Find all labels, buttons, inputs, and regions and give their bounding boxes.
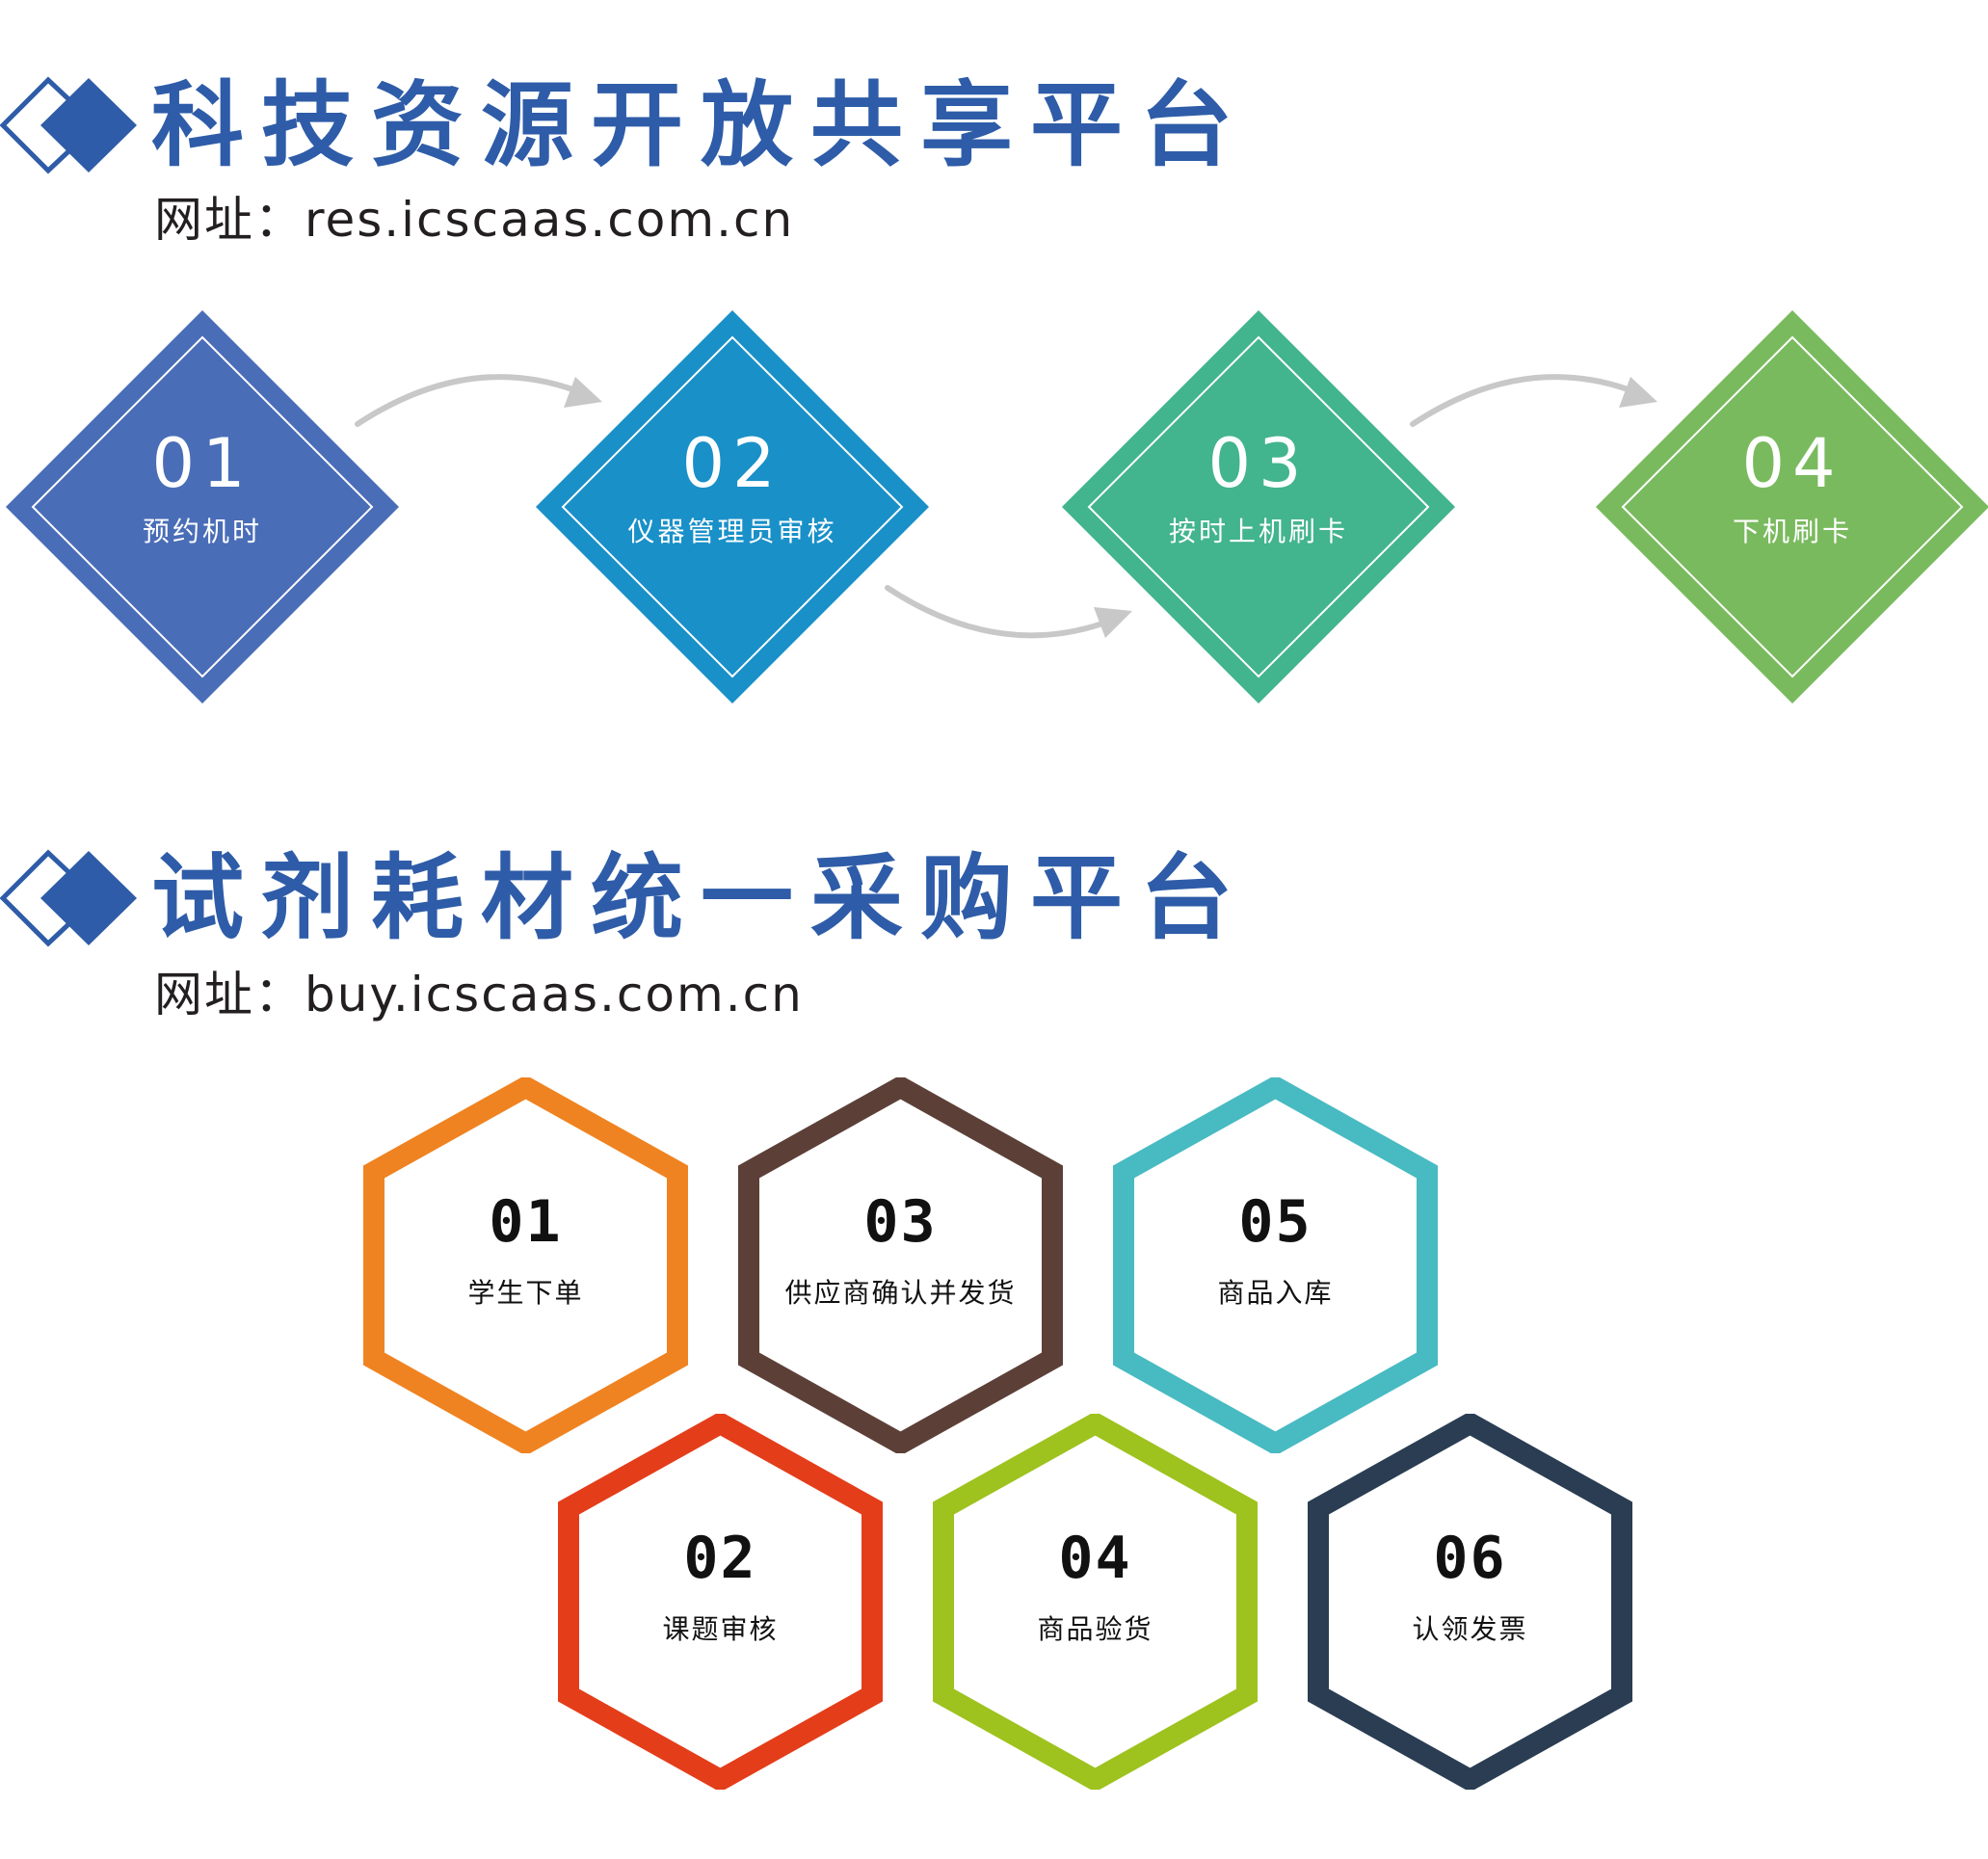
- step-label: 认领发票: [1412, 1613, 1528, 1645]
- step-label: 按时上机刷卡: [1168, 516, 1348, 547]
- step-label: 课题审核: [662, 1613, 779, 1645]
- section2-title: 试剂耗材统一采购平台: [151, 843, 1250, 952]
- step-label: 下机刷卡: [1732, 516, 1852, 547]
- step-number: 02: [681, 424, 783, 503]
- double-diamond-icon: [0, 76, 137, 174]
- step-diamond-04: 04 下机刷卡: [1596, 310, 1988, 704]
- step-number: 03: [1207, 424, 1310, 503]
- diamond-shape: [1062, 310, 1455, 704]
- section1-url: 网址：res.icscaas.com.cn: [154, 192, 795, 248]
- step-label: 商品验货: [1037, 1613, 1153, 1645]
- step-label: 仪器管理员审核: [627, 516, 837, 547]
- step-label: 供应商确认并发货: [784, 1277, 1017, 1309]
- step-diamond-02: 02 仪器管理员审核: [536, 310, 929, 704]
- diamond-shape: [1596, 310, 1988, 704]
- step-number: 06: [1433, 1525, 1507, 1592]
- hex-step-05: 05 商品入库: [1113, 1077, 1438, 1453]
- step-label: 预约机时: [142, 516, 262, 547]
- step-number: 05: [1238, 1188, 1312, 1256]
- curved-arrow-icon: [1410, 374, 1657, 427]
- step-number: 04: [1741, 424, 1843, 503]
- diamond-shape: [6, 310, 399, 704]
- step-diamond-03: 03 按时上机刷卡: [1062, 310, 1455, 704]
- hex-step-04: 04 商品验货: [933, 1414, 1258, 1790]
- hex-step-02: 02 课题审核: [558, 1414, 883, 1790]
- step-number: 01: [489, 1188, 563, 1256]
- hex-step-03: 03 供应商确认并发货: [738, 1077, 1063, 1453]
- step-label: 学生下单: [467, 1277, 584, 1309]
- section1-title: 科技资源开放共享平台: [151, 70, 1250, 179]
- step-number: 02: [683, 1525, 757, 1592]
- section2-url: 网址：buy.icscaas.com.cn: [154, 967, 804, 1022]
- step-diamond-01: 01 预约机时: [6, 310, 399, 704]
- step-number: 03: [863, 1188, 938, 1256]
- double-diamond-icon: [0, 849, 137, 947]
- diamond-shape: [536, 310, 929, 704]
- step-number: 04: [1058, 1525, 1132, 1592]
- step-number: 01: [151, 424, 253, 503]
- step-label: 商品入库: [1217, 1277, 1334, 1309]
- curved-arrow-icon: [885, 585, 1132, 639]
- curved-arrow-icon: [355, 374, 602, 427]
- hex-step-06: 06 认领发票: [1308, 1414, 1632, 1790]
- hex-step-01: 01 学生下单: [363, 1077, 688, 1453]
